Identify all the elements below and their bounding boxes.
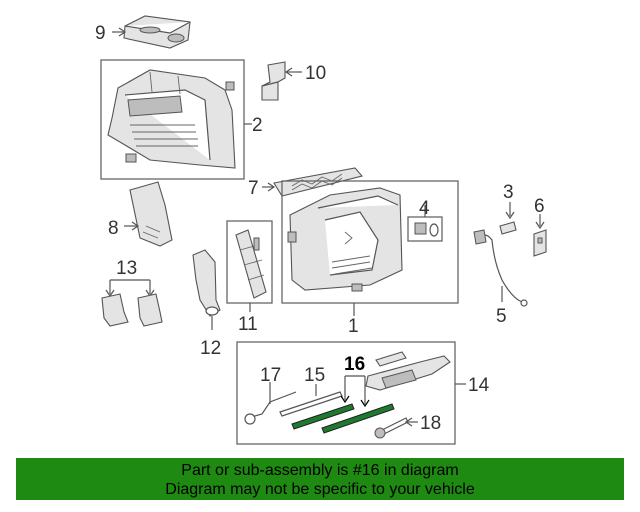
part-10-bracket[interactable]: [261, 61, 302, 101]
part-4-outlet-set[interactable]: [414, 205, 439, 237]
banner-line-2: Diagram may not be specific to your vehi…: [165, 481, 475, 498]
part-6-plate[interactable]: [533, 214, 547, 257]
callout-12: 12: [200, 338, 221, 359]
part-14-tool-bag[interactable]: [365, 351, 451, 391]
callout-15: 15: [304, 365, 325, 386]
parts-diagram: 9 10 2 7 8: [95, 15, 547, 445]
callout-11: 11: [238, 314, 258, 335]
part-12-jack-bracket[interactable]: [192, 249, 221, 330]
banner-line-1: Part or sub-assembly is #16 in diagram: [181, 462, 459, 479]
callout-6: 6: [534, 196, 545, 217]
callout-9: 9: [95, 23, 106, 44]
callout-17: 17: [260, 365, 281, 386]
callout-14: 14: [468, 375, 490, 396]
callout-7: 7: [248, 178, 259, 199]
part-9-console-tray[interactable]: [112, 15, 191, 49]
part-2-quarter-trim-panel[interactable]: [107, 69, 252, 169]
part-17-wrench[interactable]: [244, 382, 297, 425]
part-18-bolt[interactable]: [374, 417, 418, 439]
part-1-quarter-trim[interactable]: [287, 187, 403, 292]
part-3-clip[interactable]: [499, 202, 517, 235]
part-13-brackets[interactable]: [101, 279, 163, 327]
callout-4: 4: [419, 198, 430, 219]
part-16-extension-rods[interactable]: [291, 375, 395, 434]
callout-18: 18: [420, 413, 441, 434]
frame-part-14: [236, 341, 456, 445]
frame-part-1: [281, 180, 459, 304]
callout-16: 16: [344, 354, 365, 375]
part-15-handle[interactable]: [279, 384, 343, 417]
part-11-jack[interactable]: [235, 229, 267, 312]
callout-1: 1: [348, 316, 359, 337]
callout-2: 2: [252, 115, 263, 136]
callout-5: 5: [496, 306, 507, 327]
callout-13: 13: [116, 258, 137, 279]
callout-8: 8: [108, 218, 119, 239]
part-7-scuff-plate[interactable]: [262, 167, 364, 197]
callout-3: 3: [503, 182, 514, 203]
frame-part-2: [100, 59, 245, 180]
part-8-trim-cover[interactable]: [124, 181, 173, 247]
part-5-cable[interactable]: [473, 229, 528, 307]
notice-banner: Part or sub-assembly is #16 in diagram D…: [16, 458, 624, 500]
callout-10: 10: [305, 63, 326, 84]
